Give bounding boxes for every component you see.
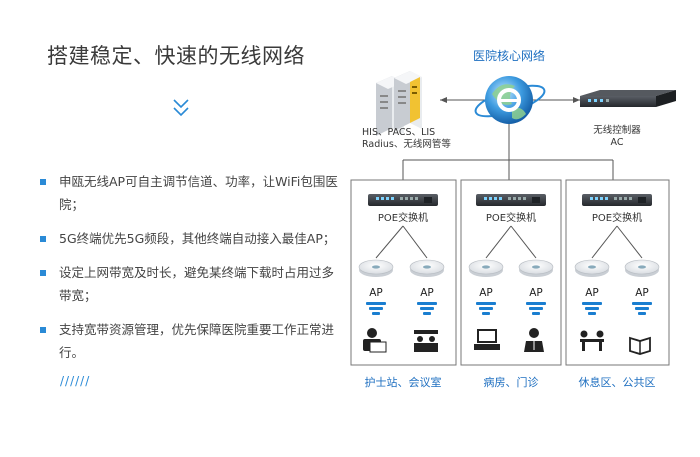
backbone-links <box>402 124 614 180</box>
access-point-icon <box>624 259 660 278</box>
feature-item: 支持宽带资源管理，优先保障医院重要工作正常进行。 <box>40 318 340 364</box>
poe-switch-icon <box>582 194 652 206</box>
meeting-room-icon <box>414 330 438 352</box>
access-point-icon <box>518 259 554 278</box>
switch-label: POE交换机 <box>486 211 536 224</box>
zone-panel: POE交换机 AP AP 休息区、公共区 <box>565 179 670 389</box>
access-point-icon <box>574 259 610 278</box>
zone-label: 病房、门诊 <box>484 375 539 389</box>
rest-area-icon <box>580 330 604 351</box>
decorative-slashes: ////// <box>60 374 91 388</box>
zone-label: 休息区、公共区 <box>579 375 656 389</box>
poe-switch-icon <box>476 194 546 206</box>
ap-label: AP <box>529 287 543 299</box>
ap-label: AP <box>479 287 493 299</box>
poe-switch-icon <box>368 194 438 206</box>
wireless-controller-icon <box>580 90 676 107</box>
controller-label-line1: 无线控制器 <box>593 124 641 136</box>
reading-book-icon <box>629 336 651 355</box>
feature-item: 5G终端优先5G频段，其他终端自动接入最佳AP； <box>40 227 340 250</box>
chevron-down-icon <box>173 99 189 117</box>
server-cluster-icon <box>376 71 422 136</box>
servers-label-line1: HIS、PACS、LIS <box>362 127 435 138</box>
zone-panel: POE交换机 AP AP 病房、门诊 <box>460 179 562 389</box>
core-globe-icon <box>474 76 546 124</box>
clinic-doctor-icon <box>524 328 544 352</box>
page-title: 搭建稳定、快速的无线网络 <box>47 44 305 68</box>
zone-label: 护士站、会议室 <box>365 375 442 389</box>
nurse-station-icon <box>363 328 387 353</box>
ap-label: AP <box>420 287 434 299</box>
access-point-icon <box>358 259 394 278</box>
access-point-icon <box>468 259 504 278</box>
ap-label: AP <box>585 287 599 299</box>
feature-item: 申瓯无线AP可自主调节信道、功率，让WiFi包围医院； <box>40 170 340 216</box>
feature-list: 申瓯无线AP可自主调节信道、功率，让WiFi包围医院； 5G终端优先5G频段，其… <box>40 170 340 364</box>
access-point-icon <box>409 259 445 278</box>
controller-label-line2: AC <box>611 137 624 148</box>
switch-label: POE交换机 <box>592 211 642 224</box>
core-network-label: 医院核心网络 <box>473 48 545 63</box>
ap-label: AP <box>369 287 383 299</box>
ward-bed-icon <box>474 329 500 350</box>
zone-panel: POE交换机 AP AP 护士站、会议室 <box>350 179 457 389</box>
switch-label: POE交换机 <box>378 211 428 224</box>
feature-item: 设定上网带宽及时长，避免某终端下载时占用过多带宽； <box>40 261 340 307</box>
servers-label-line2: Radius、无线网管等 <box>362 138 451 150</box>
ap-label: AP <box>635 287 649 299</box>
